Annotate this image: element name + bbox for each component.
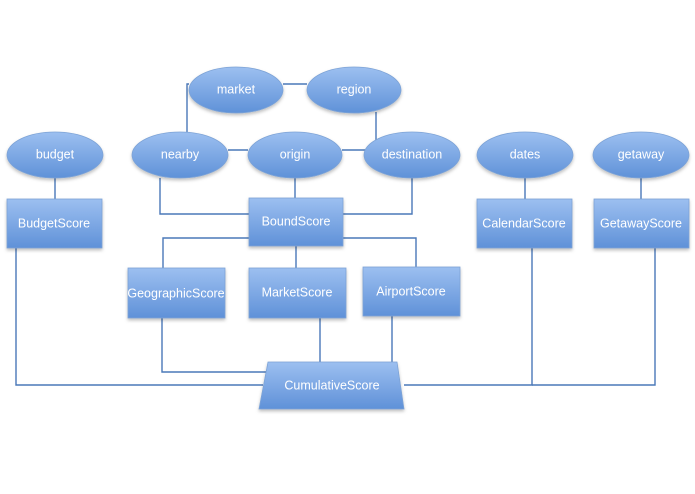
node-origin: origin xyxy=(247,131,343,179)
node-getaway: getaway xyxy=(592,131,690,179)
node-budget-score: BudgetScore xyxy=(6,198,103,249)
node-cumulative-score: CumulativeScore xyxy=(258,361,405,410)
edge-geographic-cumulative xyxy=(161,318,268,373)
node-getaway-label: getaway xyxy=(618,147,665,161)
node-budget-label: budget xyxy=(36,147,75,161)
node-market-label: market xyxy=(217,82,256,96)
node-getaway-score: GetawayScore xyxy=(593,198,690,249)
node-dates: dates xyxy=(476,131,574,179)
connectors xyxy=(15,83,656,386)
node-geographic-score-label: GeographicScore xyxy=(127,286,224,300)
node-budget: budget xyxy=(6,131,104,179)
node-market: market xyxy=(188,66,284,114)
edge-destination-boundscore xyxy=(343,178,413,215)
node-origin-label: origin xyxy=(280,147,311,161)
node-dates-label: dates xyxy=(510,147,541,161)
edge-nearby-boundscore xyxy=(159,178,249,215)
node-destination-label: destination xyxy=(382,147,443,161)
node-airport-score-label: AirportScore xyxy=(376,284,446,298)
node-bound-score-label: BoundScore xyxy=(262,214,331,228)
edge-boundscore-airport xyxy=(343,237,417,268)
node-budget-score-label: BudgetScore xyxy=(18,216,90,230)
edge-budgetscore-cumulative xyxy=(15,248,263,386)
node-cumulative-score-label: CumulativeScore xyxy=(284,378,379,392)
node-getaway-score-label: GetawayScore xyxy=(600,216,682,230)
node-destination: destination xyxy=(363,131,461,179)
node-airport-score: AirportScore xyxy=(362,266,461,317)
node-calendar-score: CalendarScore xyxy=(476,198,573,249)
node-bound-score: BoundScore xyxy=(248,197,344,247)
node-region: region xyxy=(306,66,402,114)
edge-getawayscore-cumulative xyxy=(532,248,656,386)
edge-market-to-nearby xyxy=(186,83,189,143)
node-market-score: MarketScore xyxy=(248,267,347,319)
node-calendar-score-label: CalendarScore xyxy=(482,216,565,230)
edge-boundscore-geographic xyxy=(162,237,249,268)
node-nearby: nearby xyxy=(131,131,229,179)
score-nodes: BudgetScore BoundScore CalendarScore Get… xyxy=(6,197,690,410)
input-nodes: market region budget nearby origin desti… xyxy=(6,66,690,179)
node-region-label: region xyxy=(337,82,372,96)
node-market-score-label: MarketScore xyxy=(262,285,333,299)
node-geographic-score: GeographicScore xyxy=(127,267,226,319)
node-nearby-label: nearby xyxy=(161,147,200,161)
